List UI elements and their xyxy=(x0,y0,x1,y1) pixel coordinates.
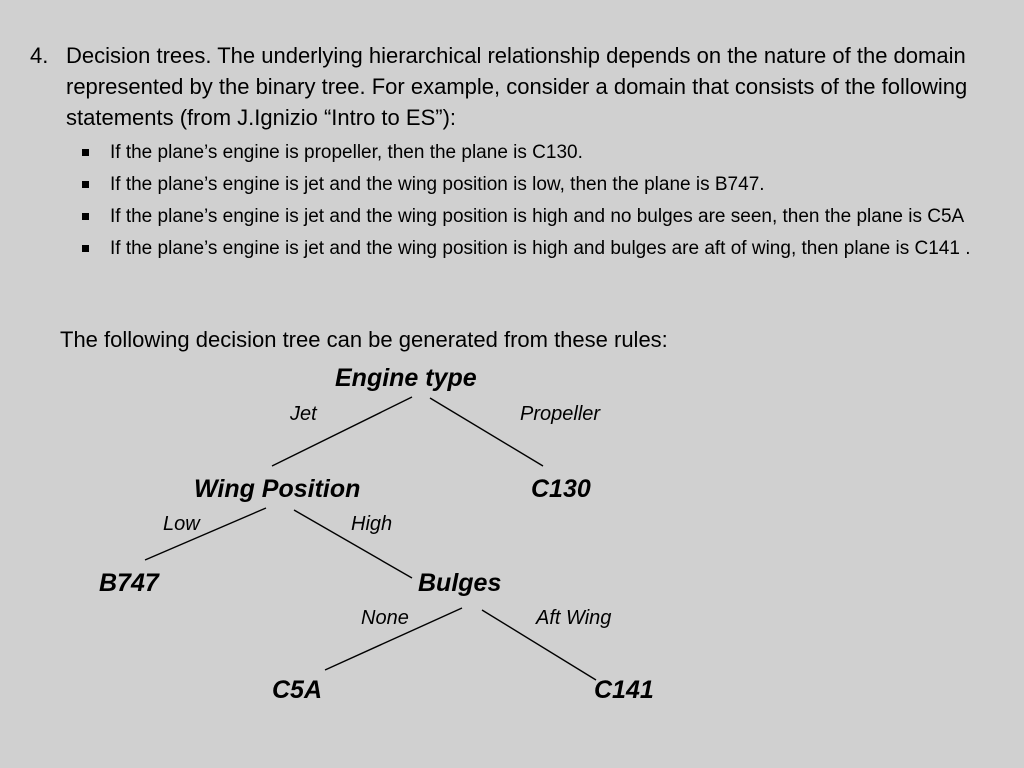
rule-text: If the plane’s engine is jet and the win… xyxy=(110,174,765,195)
edge-line-aft-wing xyxy=(481,609,597,681)
node-b747: B747 xyxy=(99,569,159,597)
rule-item: If the plane’s engine is propeller, then… xyxy=(80,139,1000,167)
edge-label-aft-wing: Aft Wing xyxy=(536,607,612,629)
edge-line-jet xyxy=(271,396,413,467)
node-c5a: C5A xyxy=(272,676,323,704)
edge-line-high xyxy=(293,509,413,579)
bullet-square-icon xyxy=(82,181,89,188)
rule-text: If the plane’s engine is jet and the win… xyxy=(110,238,971,259)
bullet-square-icon xyxy=(82,149,89,156)
rule-item: If the plane’s engine is jet and the win… xyxy=(80,171,1000,199)
node-wing-position: Wing Position xyxy=(194,475,361,503)
edge-line-low xyxy=(144,507,267,561)
node-c141: C141 xyxy=(594,676,654,704)
edge-line-none xyxy=(324,607,463,671)
rule-item: If the plane’s engine is jet and the win… xyxy=(80,203,1000,231)
rules-list: If the plane’s engine is propeller, then… xyxy=(80,139,1000,267)
edge-label-propeller: Propeller xyxy=(520,403,601,425)
rule-text: If the plane’s engine is propeller, then… xyxy=(110,142,583,163)
summary-text: The following decision tree can be gener… xyxy=(60,327,668,352)
intro-paragraph: 4. Decision trees. The underlying hierar… xyxy=(30,40,1000,133)
edge-label-jet: Jet xyxy=(290,403,317,425)
rule-item: If the plane’s engine is jet and the win… xyxy=(80,235,1000,263)
node-c130: C130 xyxy=(531,475,591,503)
edge-line-propeller xyxy=(429,397,544,467)
edge-label-low: Low xyxy=(163,513,200,535)
bullet-square-icon xyxy=(82,245,89,252)
node-engine-type: Engine type xyxy=(335,364,477,392)
rule-text: If the plane’s engine is jet and the win… xyxy=(110,206,965,227)
edge-label-high: High xyxy=(351,513,393,535)
edge-label-none: None xyxy=(361,607,409,629)
intro-text: Decision trees. The underlying hierarchi… xyxy=(66,43,968,130)
item-number: 4. xyxy=(30,43,49,68)
node-bulges: Bulges xyxy=(418,569,502,597)
bullet-square-icon xyxy=(82,213,89,220)
